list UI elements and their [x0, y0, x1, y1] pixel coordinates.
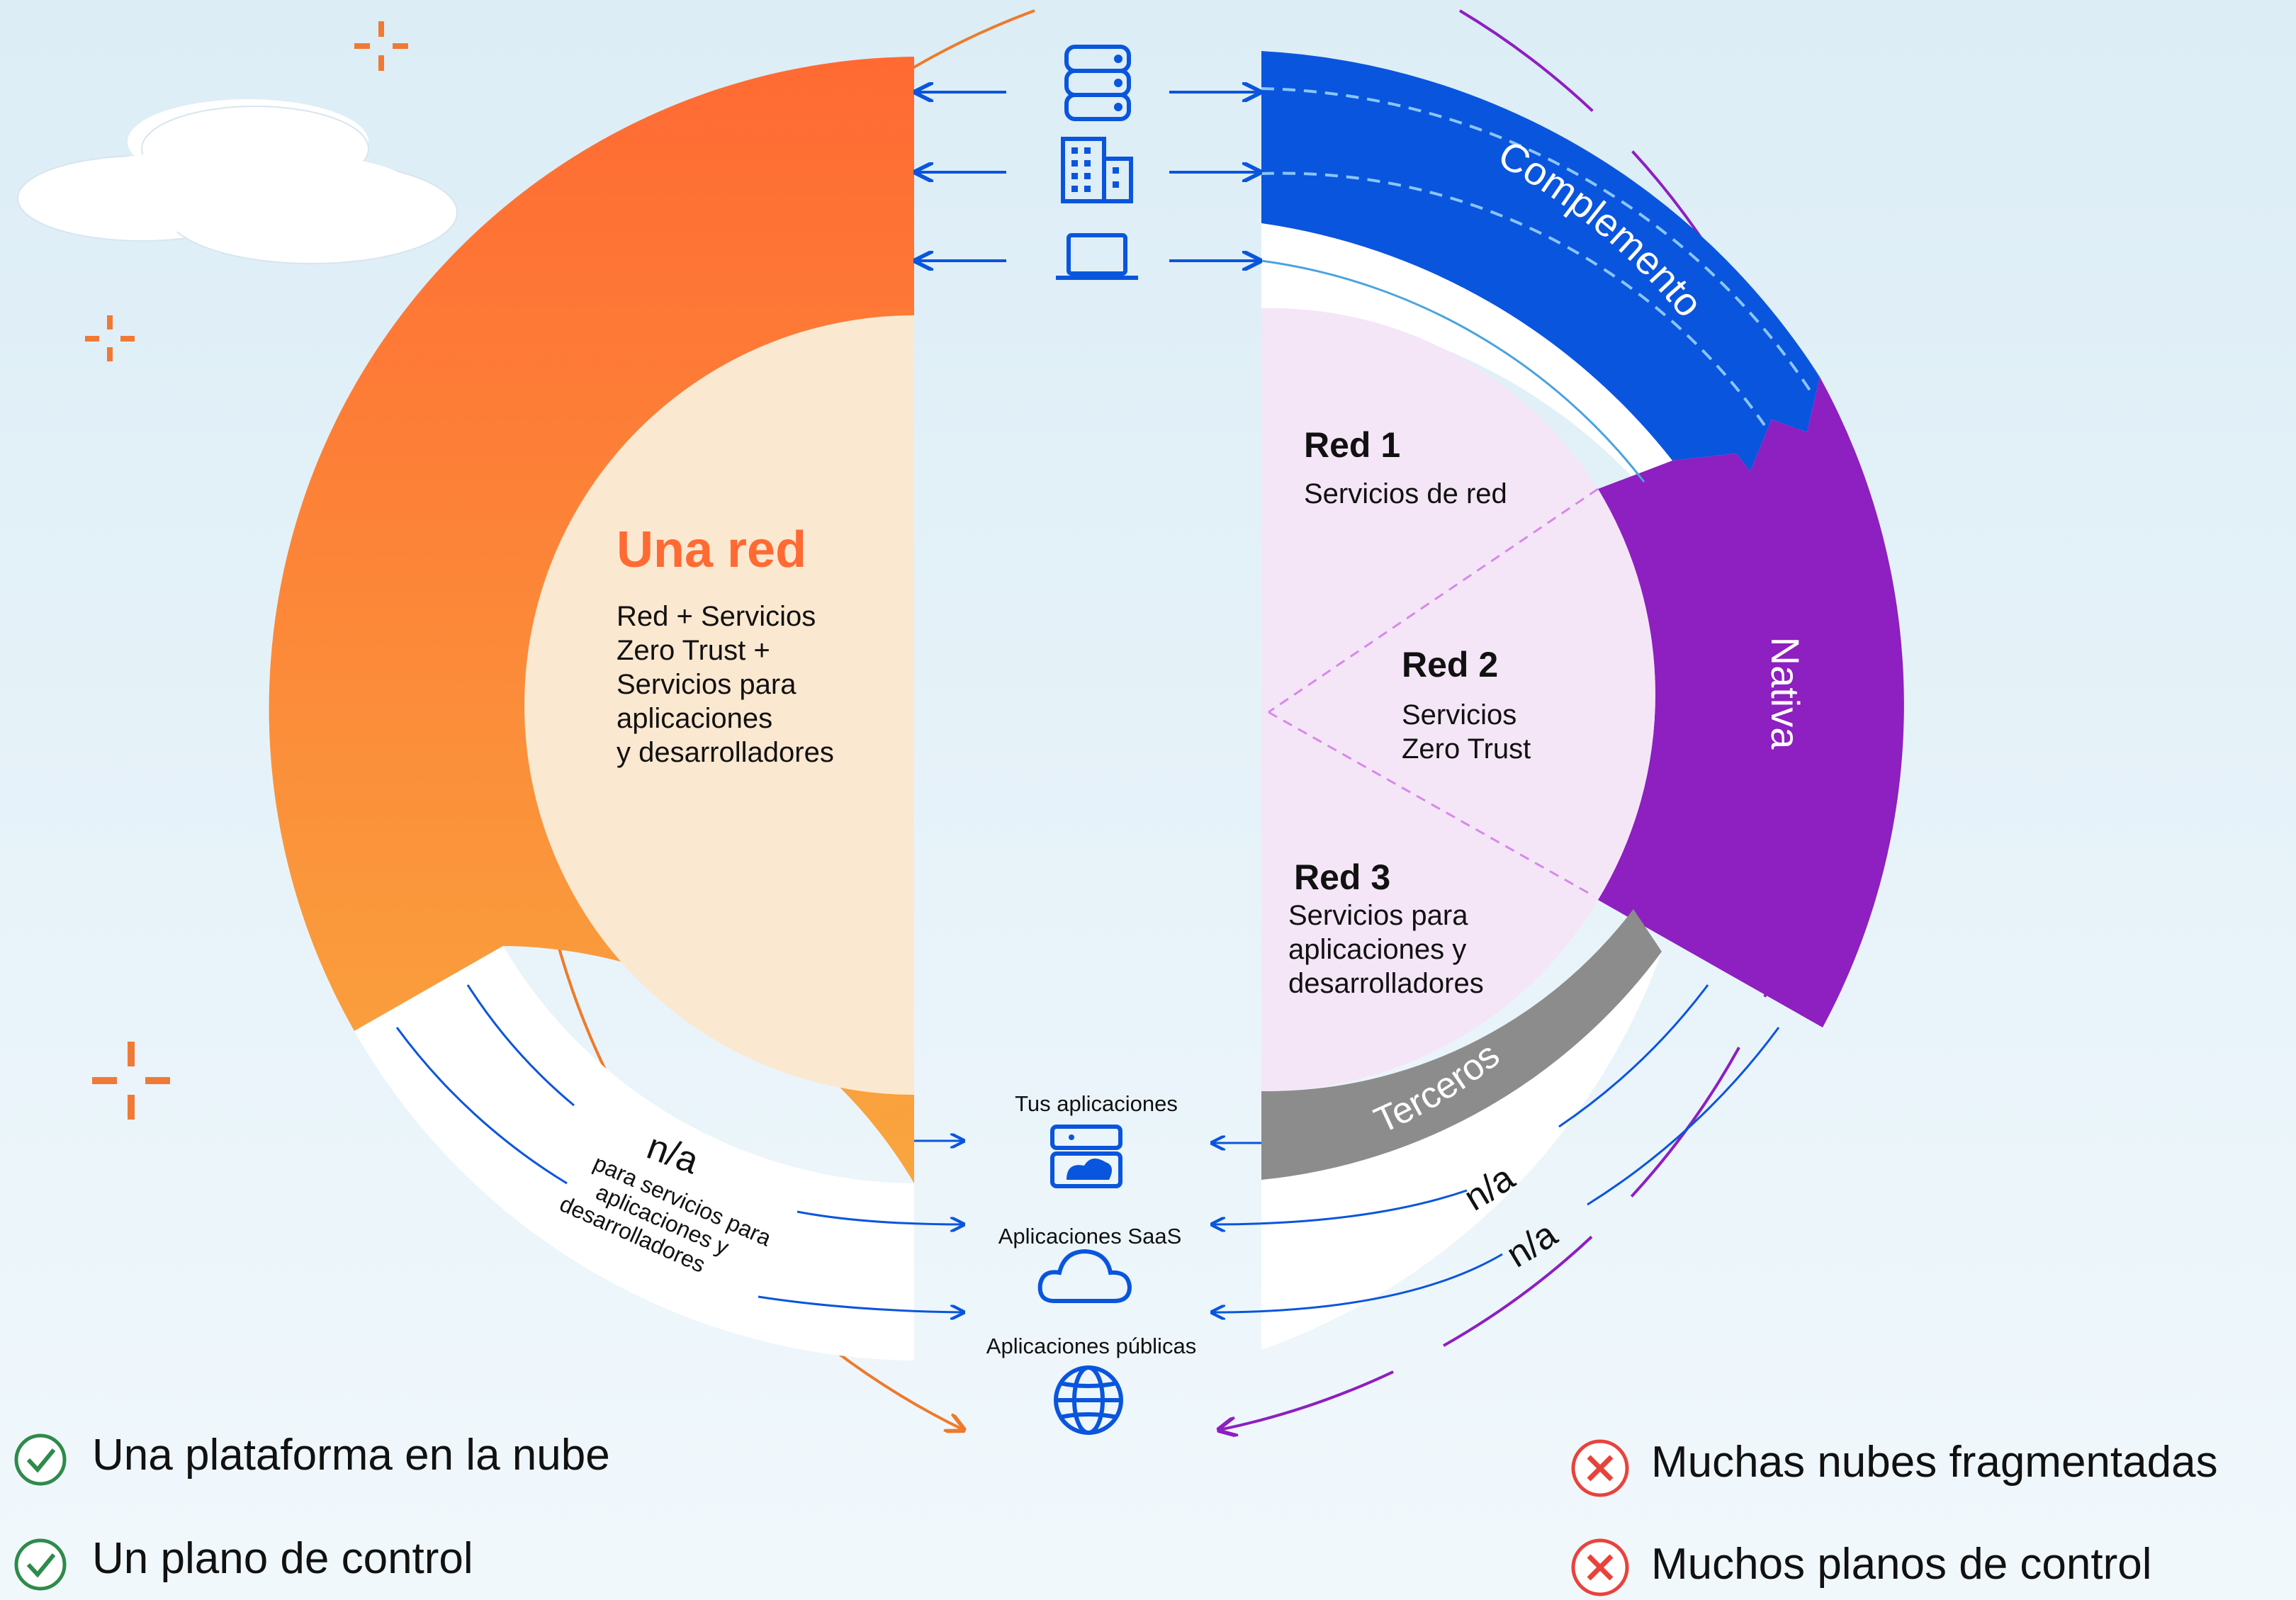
red3-title: Red 3 [1294, 857, 1390, 897]
left-title: Una red [617, 522, 806, 578]
left-band-arrow [797, 1210, 964, 1224]
right-nativa-ring [1598, 377, 1904, 1027]
sparkle-icon [92, 1042, 170, 1120]
sparkle-icon [85, 315, 135, 361]
legend-con-item: Muchas nubes fragmentadas [1571, 1438, 2218, 1497]
right-outer-arc [1219, 9, 1838, 1430]
complemento-dash [1261, 171, 1766, 427]
legend-pro-text: Un plano de control [92, 1534, 473, 1583]
left-band-arrow [758, 1295, 964, 1312]
legend-pro-item: Un plano de control [14, 1534, 473, 1591]
office-building-icon [1061, 137, 1133, 203]
sparkle-icon [354, 21, 408, 71]
inner-thin-line [1261, 259, 1645, 483]
x-icon [1571, 1538, 1629, 1596]
red3-description: Servicios para aplicaciones y desarrolla… [1288, 900, 1484, 999]
x-icon [1571, 1439, 1629, 1497]
section-divider [1268, 711, 1595, 898]
right-na-label: n/a [1499, 1214, 1565, 1275]
app-server-icon [1050, 1125, 1122, 1188]
server-stack-icon [1064, 45, 1131, 121]
check-icon [14, 1538, 67, 1591]
legend-pro-item: Una plataforma en la nube [14, 1431, 610, 1486]
cloud-icon [1037, 1249, 1132, 1303]
right-terceros-ring [1261, 909, 1662, 1180]
app-label-saas: Aplicaciones SaaS [998, 1224, 1182, 1249]
cloud-decoration [17, 99, 458, 264]
left-description: Red + Servicios Zero Trust + Servicios p… [617, 601, 834, 768]
section-divider [1268, 488, 1599, 714]
top-connectors [916, 92, 1260, 261]
legend-pro-text: Una plataforma en la nube [92, 1431, 610, 1480]
right-white-band-top [1261, 223, 1672, 482]
nativa-label: Nativa [1763, 637, 1808, 750]
red1-title: Red 1 [1304, 425, 1400, 465]
left-inner-circle [524, 315, 914, 1095]
legend-con-text: Muchos planos de control [1651, 1540, 2152, 1589]
left-band-curve [395, 1027, 568, 1185]
right-band-curve [1558, 984, 1709, 1128]
app-label-tus-aplicaciones: Tus aplicaciones [1015, 1091, 1178, 1116]
complemento-dash [1261, 87, 1816, 398]
laptop-icon [1056, 233, 1138, 280]
left-white-band [354, 946, 914, 1360]
right-band-arrow [1212, 1189, 1468, 1224]
right-band-arrow [1212, 1253, 1503, 1312]
legend-con-text: Muchas nubes fragmentadas [1651, 1438, 2218, 1487]
red1-description: Servicios de red [1304, 478, 1507, 509]
right-band-curve [1587, 1027, 1780, 1206]
globe-icon [1054, 1365, 1123, 1435]
red2-description: Servicios Zero Trust [1402, 699, 1531, 765]
app-label-publicas: Aplicaciones públicas [986, 1334, 1196, 1358]
right-complemento-ring [1261, 51, 1820, 471]
left-band-curve [466, 984, 575, 1107]
check-icon [14, 1433, 67, 1486]
right-inner-circle [1261, 308, 1655, 1092]
legend-con-item: Muchos planos de control [1571, 1538, 2152, 1596]
red2-title: Red 2 [1402, 645, 1498, 684]
